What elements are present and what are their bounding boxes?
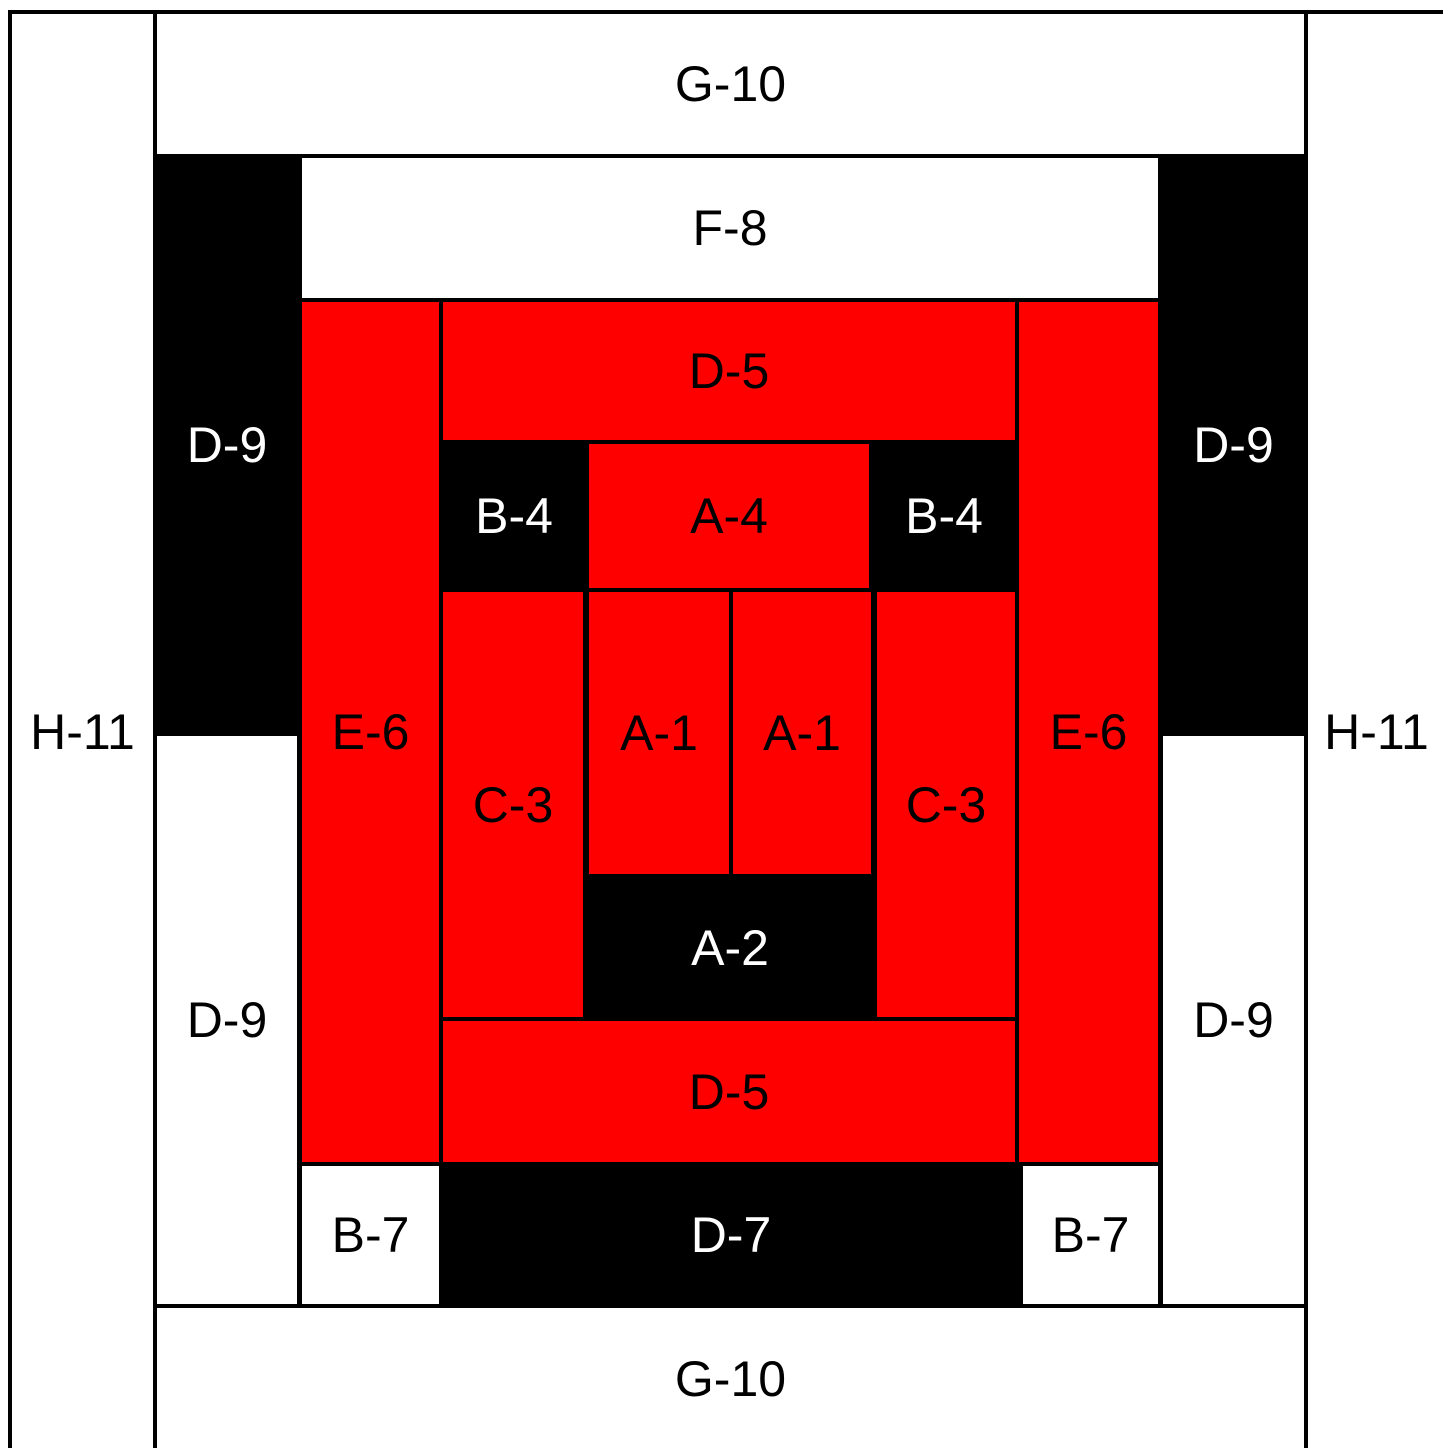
piece-e6-left: E-6 bbox=[298, 298, 443, 1166]
piece-b7-left: B-7 bbox=[298, 1162, 443, 1308]
piece-a1-right: A-1 bbox=[729, 588, 875, 878]
piece-b7-right: B-7 bbox=[1019, 1162, 1162, 1308]
piece-a2: A-2 bbox=[585, 874, 875, 1021]
piece-b4-left: B-4 bbox=[439, 440, 589, 592]
piece-d5-bottom: D-5 bbox=[439, 1017, 1019, 1166]
piece-d9-left-lower: D-9 bbox=[153, 732, 301, 1308]
piece-d9-right-lower: D-9 bbox=[1159, 732, 1308, 1308]
piece-b4-right: B-4 bbox=[869, 440, 1019, 592]
piece-f8: F-8 bbox=[298, 154, 1162, 302]
piece-g10-top: G-10 bbox=[153, 10, 1308, 158]
piece-h11-right: H-11 bbox=[1304, 10, 1443, 1448]
piece-c3-right: C-3 bbox=[873, 588, 1019, 1021]
piece-c3-left: C-3 bbox=[439, 588, 587, 1021]
piece-e6-right: E-6 bbox=[1015, 298, 1162, 1166]
piece-a1-left: A-1 bbox=[585, 588, 733, 878]
piece-a4: A-4 bbox=[585, 440, 873, 592]
piece-g10-bottom: G-10 bbox=[153, 1304, 1308, 1448]
piece-d9-right-upper: D-9 bbox=[1159, 154, 1308, 736]
piece-d7: D-7 bbox=[439, 1162, 1023, 1308]
piece-d9-left-upper: D-9 bbox=[153, 154, 301, 736]
piece-h11-left: H-11 bbox=[8, 10, 157, 1448]
piece-d5-top: D-5 bbox=[439, 298, 1019, 444]
